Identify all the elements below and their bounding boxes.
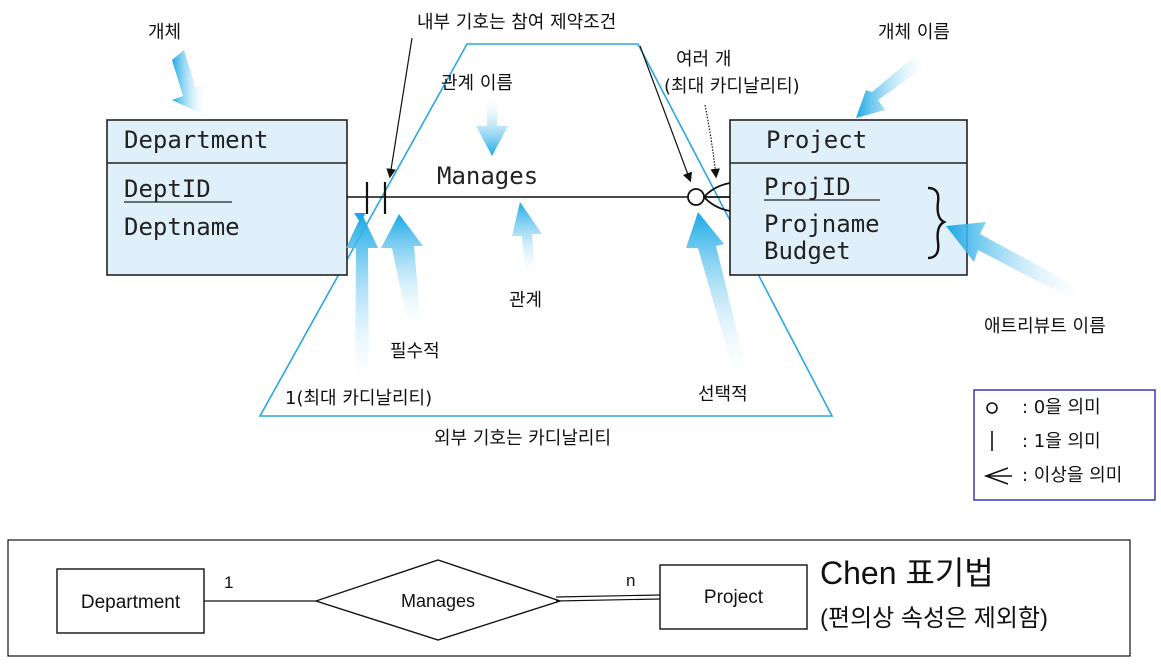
label-relationship-name: 관계 이름 (441, 73, 513, 94)
arrow-inner-symbol-right (639, 45, 692, 183)
arrow-attribute-name (946, 222, 1080, 300)
relationship-line: Manages (347, 162, 731, 214)
department-attr: Deptname (124, 213, 240, 241)
department-key-attr: DeptID (124, 175, 211, 203)
legend-many-text: : 이상을 의미 (1022, 465, 1122, 486)
legend-one-text: : 1을 의미 (1022, 431, 1101, 452)
label-relationship: 관계 (509, 290, 542, 311)
arrow-inner-symbol (386, 37, 413, 179)
department-entity: Department DeptID Deptname (106, 119, 348, 276)
arrow-relationship (512, 202, 542, 273)
project-key-attr: ProjID (764, 173, 851, 201)
arrow-one-bar-small (354, 213, 366, 222)
chen-entity-department-label: Department (81, 592, 181, 613)
label-many-sub: (최대 카디날리티) (664, 76, 800, 97)
chen-relationship-label: Manages (401, 591, 475, 611)
arrow-relationship-name (476, 98, 508, 156)
chen-note: (편의상 속성은 제외함) (820, 605, 1048, 632)
arrow-entity (172, 50, 205, 114)
arrow-one-max (346, 214, 378, 378)
relationship-name: Manages (437, 162, 538, 190)
label-one-max: 1(최대 카디날리티) (285, 388, 432, 409)
legend-zero-icon (986, 402, 998, 414)
arrow-entity-name (856, 56, 926, 118)
label-optional: 선택적 (698, 384, 748, 405)
label-inner-symbol: 내부 기호는 참여 제약조건 (417, 12, 616, 33)
label-attr-name: 애트리뷰트 이름 (984, 316, 1106, 337)
chen-entity-department (56, 568, 205, 634)
symbol-region-trapezoid (258, 43, 834, 417)
arrow-mandatory (381, 214, 423, 325)
department-title: Department (124, 126, 269, 154)
arrow-optional (686, 212, 746, 370)
chen-card-n: n (626, 571, 635, 590)
legend-crowsfoot-icon (983, 467, 1012, 485)
chen-title: Chen 표기법 (820, 555, 994, 591)
zero-circle-optional (687, 188, 705, 206)
chen-entity-project-label: Project (704, 587, 764, 608)
label-entity-name: 개체 이름 (878, 22, 950, 43)
label-mandatory: 필수적 (390, 341, 440, 362)
label-many: 여러 개 (676, 49, 731, 70)
project-entity: Project ProjID Projname Budget (729, 119, 968, 276)
chen-entity-project (659, 564, 808, 630)
label-entity: 개체 (148, 22, 181, 43)
legend-zero-text: : 0을 의미 (1022, 397, 1101, 418)
project-attr-projname: Projname (764, 210, 880, 238)
label-outer-symbol: 외부 기호는 카디날리티 (434, 428, 611, 449)
legend: : 0을 의미 : 1을 의미 : 이상을 의미 (973, 389, 1156, 501)
attribute-brace (927, 186, 947, 260)
project-title: Project (766, 126, 867, 154)
chen-panel: Department 1 Manages n Project Chen 표기법 … (7, 539, 1131, 657)
chen-card-1: 1 (224, 573, 233, 592)
arrow-many (704, 104, 720, 179)
crows-foot-many (703, 182, 731, 212)
project-attr-budget: Budget (764, 237, 851, 265)
